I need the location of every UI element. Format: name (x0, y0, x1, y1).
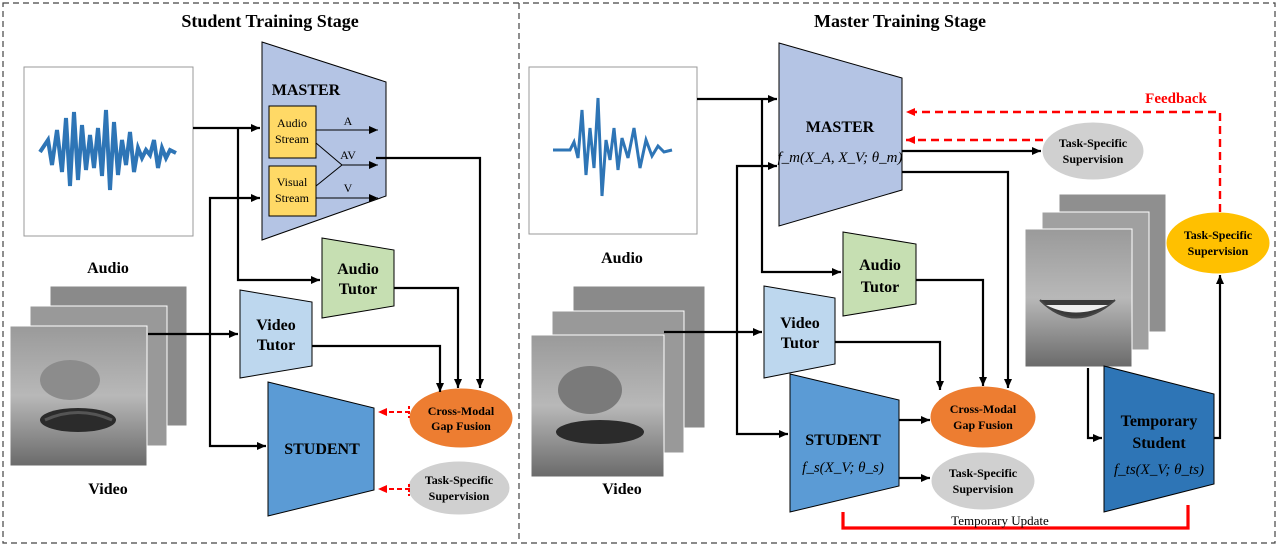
feedback-label: Feedback (1145, 91, 1207, 107)
right-master-supervision-line2: Supervision (1063, 152, 1124, 166)
right-audio-waveform (528, 66, 698, 235)
right-fusion (930, 386, 1036, 448)
right-student-supervision-line2: Supervision (953, 482, 1014, 496)
left-video-tutor (239, 289, 313, 379)
right-video-label: Video (602, 481, 641, 498)
left-audio-label: Audio (87, 260, 129, 277)
right-panel-title: Master Training Stage (814, 11, 986, 31)
left-video-frames (9, 285, 188, 467)
right-student-supervision-line1: Task-Specific (949, 466, 1018, 480)
right-video-tutor (763, 285, 836, 379)
left-video-tutor-line2: Tutor (257, 337, 296, 354)
right-master-supervision (1042, 122, 1144, 180)
left-master-title: MASTER (272, 82, 341, 99)
feedback-arrows (906, 108, 1222, 212)
left-fusion-line1: Cross-Modal (428, 404, 495, 418)
visual-stream-line1: Visual (277, 175, 308, 189)
left-audio-tutor (321, 237, 395, 319)
left-audio-tutor-line2: Tutor (339, 281, 378, 298)
left-supervision-line2: Supervision (429, 489, 490, 503)
master-out-av: AV (340, 148, 356, 162)
right-fusion-line2: Gap Fusion (953, 418, 1013, 432)
right-audio-tutor-line1: Audio (859, 257, 901, 274)
audio-stream-line2: Stream (275, 132, 310, 146)
temp-student-face-frames (1024, 193, 1167, 368)
temporary-update-path (841, 505, 1190, 530)
temp-student-formula: f_ts(X_V; θ_ts) (1114, 462, 1204, 478)
right-master-title: MASTER (806, 119, 875, 136)
right-video-tutor-line1: Video (780, 315, 819, 332)
right-audio-tutor-line2: Tutor (861, 279, 900, 296)
right-master-supervision-line1: Task-Specific (1059, 136, 1128, 150)
right-video-frames (530, 285, 706, 478)
left-video-label: Video (88, 481, 127, 498)
left-panel-title: Student Training Stage (181, 11, 358, 31)
left-audio-waveform (23, 66, 194, 237)
right-master-block (778, 42, 903, 227)
master-out-a: A (344, 114, 353, 128)
master-out-v: V (344, 181, 353, 195)
audio-stream-line1: Audio (277, 116, 307, 130)
visual-stream-block (268, 165, 317, 217)
temp-student-line2: Student (1132, 435, 1186, 452)
left-fusion (409, 388, 513, 448)
left-student-block (267, 381, 375, 517)
left-red-arrows (378, 408, 410, 493)
temp-supervision-line2: Supervision (1188, 244, 1249, 258)
right-audio-label: Audio (601, 250, 643, 267)
visual-stream-line2: Stream (275, 191, 310, 205)
right-audio-tutor (842, 231, 917, 317)
left-audio-tutor-line1: Audio (337, 261, 379, 278)
right-student-supervision (931, 452, 1035, 510)
left-arrows (148, 124, 484, 450)
temporary-update-label: Temporary Update (951, 513, 1049, 528)
right-master-formula: f_m(X_A, X_V; θ_m) (778, 150, 903, 166)
temp-supervision-line1: Task-Specific (1184, 228, 1253, 242)
right-student-title: STUDENT (805, 432, 881, 449)
left-supervision (408, 461, 510, 515)
right-fusion-line1: Cross-Modal (950, 402, 1017, 416)
left-student-title: STUDENT (284, 441, 360, 458)
temp-student-block (1103, 365, 1215, 513)
right-arrows (664, 95, 1224, 482)
temp-student-line1: Temporary (1121, 413, 1198, 430)
audio-stream-block (268, 105, 317, 159)
temp-supervision (1166, 212, 1270, 274)
right-student-block (789, 373, 900, 513)
right-student-formula: f_s(X_V; θ_s) (802, 460, 884, 476)
left-video-tutor-line1: Video (256, 317, 295, 334)
left-supervision-line1: Task-Specific (425, 473, 494, 487)
right-video-tutor-line2: Tutor (781, 335, 820, 352)
left-fusion-line2: Gap Fusion (431, 419, 491, 433)
